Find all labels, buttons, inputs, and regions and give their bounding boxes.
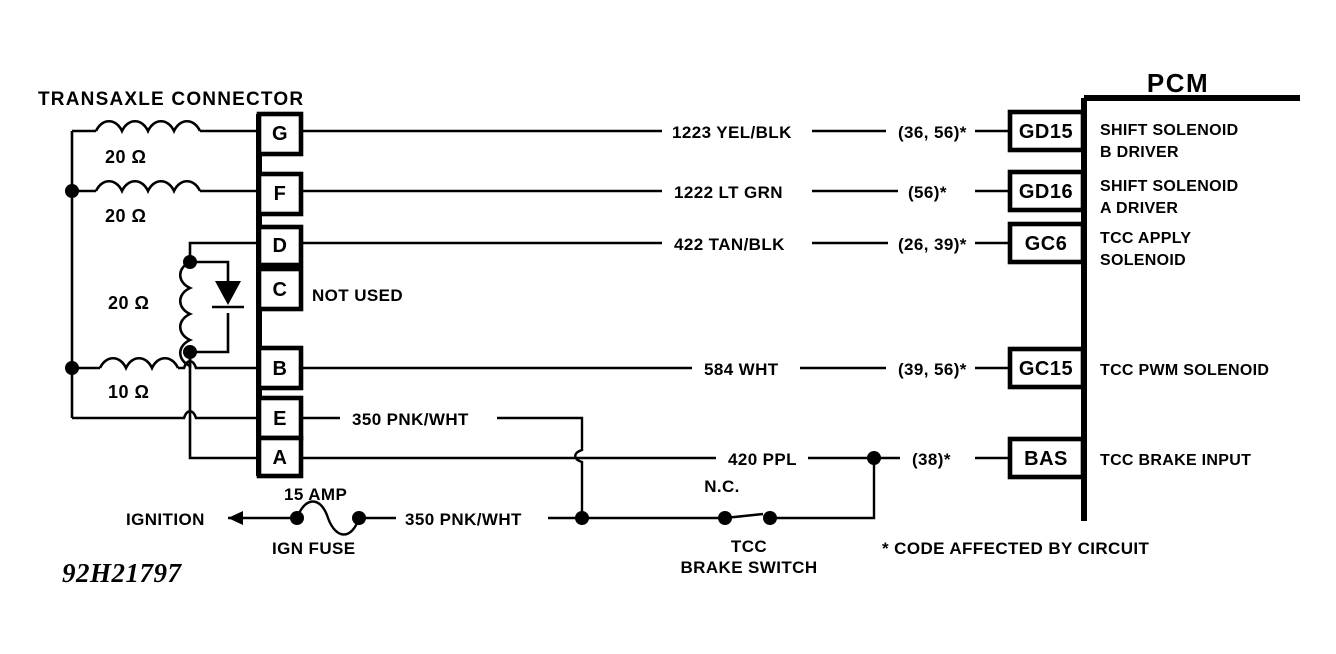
circuit-row-f: 1222 LT GRN (56)* — [301, 183, 1010, 202]
switch-contact-dot-right — [763, 511, 777, 525]
switch-state-label: N.C. — [704, 477, 740, 496]
connector-pin-box-c[interactable] — [256, 266, 304, 312]
connector-pin-box-g[interactable] — [256, 111, 304, 157]
pcm-module-outline — [1081, 95, 1300, 521]
ignition-arrow-icon — [228, 511, 243, 525]
resistance-label-d: 20 Ω — [108, 293, 149, 313]
pcm-function-gd16-line1: SHIFT SOLENOID — [1100, 178, 1238, 195]
pcm-function-bas-line1: TCC BRAKE INPUT — [1100, 452, 1251, 469]
ignition-label: IGNITION — [126, 510, 205, 529]
not-used-label: NOT USED — [312, 286, 403, 305]
wire-label-584: 584 WHT — [704, 360, 779, 379]
pin-a-vertical-lead — [188, 352, 258, 460]
wire-label-1222: 1222 LT GRN — [674, 183, 783, 202]
connector-pin-label-e: E — [273, 408, 287, 430]
circuit-row-g: 1223 YEL/BLK (36, 56)* — [301, 123, 1010, 142]
pcm-pin-label-gc6: GC6 — [1025, 233, 1068, 255]
pcm-pin-boxes: GD15 GD16 GC6 GC15 BAS — [1007, 109, 1086, 480]
solenoid-coil-f — [72, 179, 258, 195]
ignition-fuse-branch: IGNITION 15 AMP IGN FUSE 350 PNK/WHT — [126, 485, 582, 558]
connector-pin-box-d[interactable] — [256, 224, 304, 268]
resistance-label-f: 20 Ω — [105, 206, 146, 226]
connector-pin-label-a: A — [273, 447, 288, 469]
circuit-row-b: 584 WHT (39, 56)* — [301, 360, 1010, 379]
code-label-b: (39, 56)* — [898, 360, 967, 379]
pin-e-feed-lead — [180, 409, 258, 420]
diode-symbol — [215, 281, 241, 305]
transaxle-connector: G F D C B E A — [256, 111, 304, 479]
footnote-label: * CODE AFFECTED BY CIRCUIT — [882, 539, 1150, 558]
fuse-name-label: IGN FUSE — [272, 539, 356, 558]
connector-pin-label-f: F — [274, 183, 287, 205]
code-label-d: (26, 39)* — [898, 235, 967, 254]
connector-pin-box-e[interactable] — [256, 395, 304, 441]
code-label-f: (56)* — [908, 183, 947, 202]
wire-label-420: 420 PPL — [728, 450, 797, 469]
switch-name-line2: BRAKE SWITCH — [680, 558, 817, 577]
pcm-title: PCM — [1147, 68, 1209, 98]
junction-dot — [183, 255, 197, 269]
resistance-label-g: 20 Ω — [105, 147, 146, 167]
pcm-pin-label-gc15: GC15 — [1019, 358, 1073, 380]
left-common-bus — [65, 129, 180, 420]
pcm-function-labels: SHIFT SOLENOID B DRIVER SHIFT SOLENOID A… — [1100, 122, 1269, 469]
solenoid-coil-b — [72, 356, 258, 372]
pcm-pin-box-gd15[interactable] — [1007, 109, 1086, 153]
drawing-code-label: 92H21797 — [62, 558, 183, 588]
wire-label-422: 422 TAN/BLK — [674, 235, 785, 254]
connector-title: TRANSAXLE CONNECTOR — [38, 89, 304, 110]
connector-pin-label-b: B — [273, 358, 288, 380]
solenoid-coil-g — [94, 119, 258, 135]
connector-pin-label-c: C — [273, 279, 288, 301]
circuit-row-a: 420 PPL (38)* — [301, 450, 1010, 520]
wire-label-350-lower: 350 PNK/WHT — [405, 510, 522, 529]
wire-label-1223: 1223 YEL/BLK — [672, 123, 792, 142]
wire-label-350-upper: 350 PNK/WHT — [352, 410, 469, 429]
circuit-row-e: 350 PNK/WHT — [301, 410, 589, 525]
circuit-row-d: 422 TAN/BLK (26, 39)* — [301, 235, 1010, 254]
connector-pin-label-g: G — [272, 123, 288, 145]
pcm-pin-box-gc6[interactable] — [1007, 221, 1086, 265]
pcm-pin-label-bas: BAS — [1024, 448, 1068, 470]
fuse-rating-label: 15 AMP — [284, 485, 347, 504]
connector-pin-box-f[interactable] — [256, 171, 304, 217]
pcm-function-gd15-line1: SHIFT SOLENOID — [1100, 122, 1238, 139]
pcm-function-gc6-line2: SOLENOID — [1100, 252, 1186, 269]
switch-name-line1: TCC — [731, 537, 767, 556]
code-label-a: (38)* — [912, 450, 951, 469]
code-label-g: (36, 56)* — [898, 123, 967, 142]
resistance-label-b: 10 Ω — [108, 382, 149, 402]
tcc-brake-switch[interactable]: N.C. TCC BRAKE SWITCH — [582, 477, 818, 577]
pcm-function-gd15-line2: B DRIVER — [1100, 144, 1179, 161]
connector-pin-label-d: D — [273, 235, 288, 257]
pcm-function-gc6-line1: TCC APPLY — [1100, 230, 1191, 247]
pcm-pin-label-gd15: GD15 — [1019, 121, 1073, 143]
pcm-function-gc15-line1: TCC PWM SOLENOID — [1100, 362, 1269, 379]
solenoid-coil-d — [178, 241, 258, 368]
pcm-pin-label-gd16: GD16 — [1019, 181, 1073, 203]
pcm-function-gd16-line2: A DRIVER — [1100, 200, 1178, 217]
